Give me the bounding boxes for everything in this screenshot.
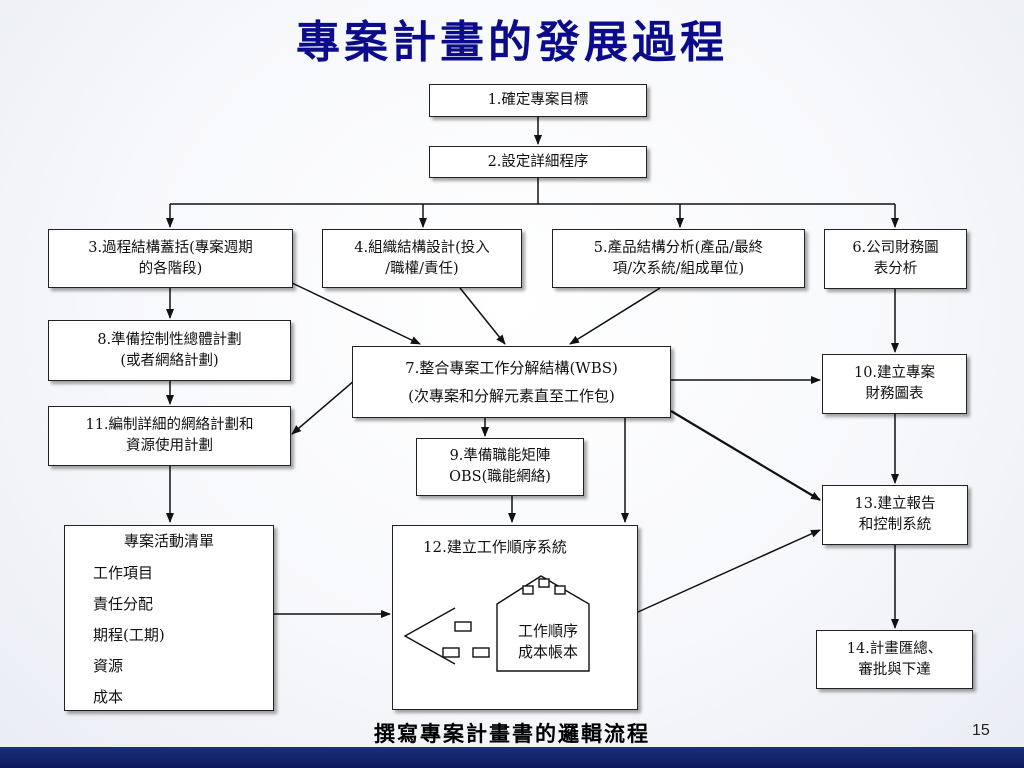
arrow-3-7 bbox=[289, 281, 421, 345]
step-5-label: 5.產品結構分析(產品/最終 項/次系統/組成單位) bbox=[593, 239, 764, 277]
step-9-box: 9.準備職能矩陣 OBS(職能網絡) bbox=[416, 438, 584, 496]
step-12-inner-label: 工作順序 成本帳本 bbox=[517, 622, 578, 661]
small-box-icon bbox=[442, 647, 460, 658]
step-12-label: 12.建立工作順序系統 bbox=[423, 538, 567, 556]
work-sequence-illustration bbox=[403, 575, 590, 672]
step-9-label: 9.準備職能矩陣 OBS(職能網絡) bbox=[449, 448, 551, 485]
step-8-label: 8.準備控制性總體計劃 (或者網絡計劃) bbox=[97, 331, 242, 369]
activity-item: 責任分配 bbox=[93, 595, 154, 613]
step-4-label: 4.組織結構設計(投入 /職權/責任) bbox=[354, 239, 490, 277]
step-10-label: 10.建立專案 財務圖表 bbox=[853, 365, 936, 402]
step-7-label-line1: 7.整合專案工作分解結構(WBS) bbox=[405, 359, 618, 377]
step-12-box: 12.建立工作順序系統 工作順序 成本帳本 bbox=[392, 525, 638, 710]
small-box-icon bbox=[454, 621, 472, 632]
activity-list-heading: 專案活動清單 bbox=[123, 532, 214, 550]
step-2-label: 2.設定詳細程序 bbox=[487, 153, 589, 170]
step-11-box: 11.編制詳細的網絡計劃和 資源使用計劃 bbox=[48, 406, 291, 466]
step-10-box: 10.建立專案 財務圖表 bbox=[822, 354, 967, 414]
step-4-box: 4.組織結構設計(投入 /職權/責任) bbox=[322, 229, 522, 288]
house-window-icon bbox=[522, 585, 534, 595]
slide-caption: 撰寫專案計畫書的邏輯流程 bbox=[374, 721, 650, 746]
open-bracket-icon bbox=[403, 607, 456, 665]
step-7-label-line2: (次專案和分解元素直至工作包) bbox=[408, 387, 615, 405]
arrow-7-13 bbox=[670, 410, 821, 501]
step-8-box: 8.準備控制性總體計劃 (或者網絡計劃) bbox=[48, 320, 291, 381]
step-7-box: 7.整合專案工作分解結構(WBS) (次專案和分解元素直至工作包) bbox=[352, 346, 671, 418]
step-2-box: 2.設定詳細程序 bbox=[429, 146, 647, 178]
step-13-box: 13.建立報告 和控制系統 bbox=[822, 485, 968, 545]
step-6-label: 6.公司財務圖 表分析 bbox=[852, 240, 939, 277]
page-number: 15 bbox=[972, 722, 990, 739]
house-window-icon bbox=[538, 578, 550, 588]
step-14-box: 14.計畫匯總、 審批與下達 bbox=[816, 630, 973, 689]
house-icon bbox=[496, 575, 590, 672]
arrow-4-7 bbox=[459, 287, 506, 345]
step-11-label: 11.編制詳細的網絡計劃和 資源使用計劃 bbox=[85, 417, 254, 454]
slide-title: 專案計畫的發展過程 bbox=[296, 17, 728, 68]
step-14-label: 14.計畫匯總、 審批與下達 bbox=[846, 640, 943, 678]
activity-list-box: 專案活動清單 工作項目 責任分配 期程(工期) 資源 成本 bbox=[64, 525, 274, 711]
step-1-label: 1.確定專案目標 bbox=[487, 92, 589, 108]
activity-item: 期程(工期) bbox=[93, 626, 165, 644]
arrow-7-11 bbox=[291, 379, 356, 435]
bottom-bar bbox=[0, 747, 1024, 768]
activity-item: 資源 bbox=[93, 657, 124, 675]
step-13-label: 13.建立報告 和控制系統 bbox=[854, 496, 936, 533]
step-5-box: 5.產品結構分析(產品/最終 項/次系統/組成單位) bbox=[552, 229, 805, 288]
arrow-12-13 bbox=[637, 529, 821, 613]
house-window-icon bbox=[554, 585, 566, 595]
activity-item: 工作項目 bbox=[93, 564, 154, 582]
step-3-box: 3.過程結構蓋括(專案週期 的各階段) bbox=[48, 229, 293, 288]
step-1-box: 1.確定專案目標 bbox=[429, 84, 647, 117]
step-3-label: 3.過程結構蓋括(專案週期 的各階段) bbox=[88, 239, 253, 277]
small-box-icon bbox=[472, 647, 490, 658]
arrow-5-7 bbox=[569, 287, 661, 345]
activity-item: 成本 bbox=[93, 688, 124, 706]
step-6-box: 6.公司財務圖 表分析 bbox=[824, 229, 967, 289]
